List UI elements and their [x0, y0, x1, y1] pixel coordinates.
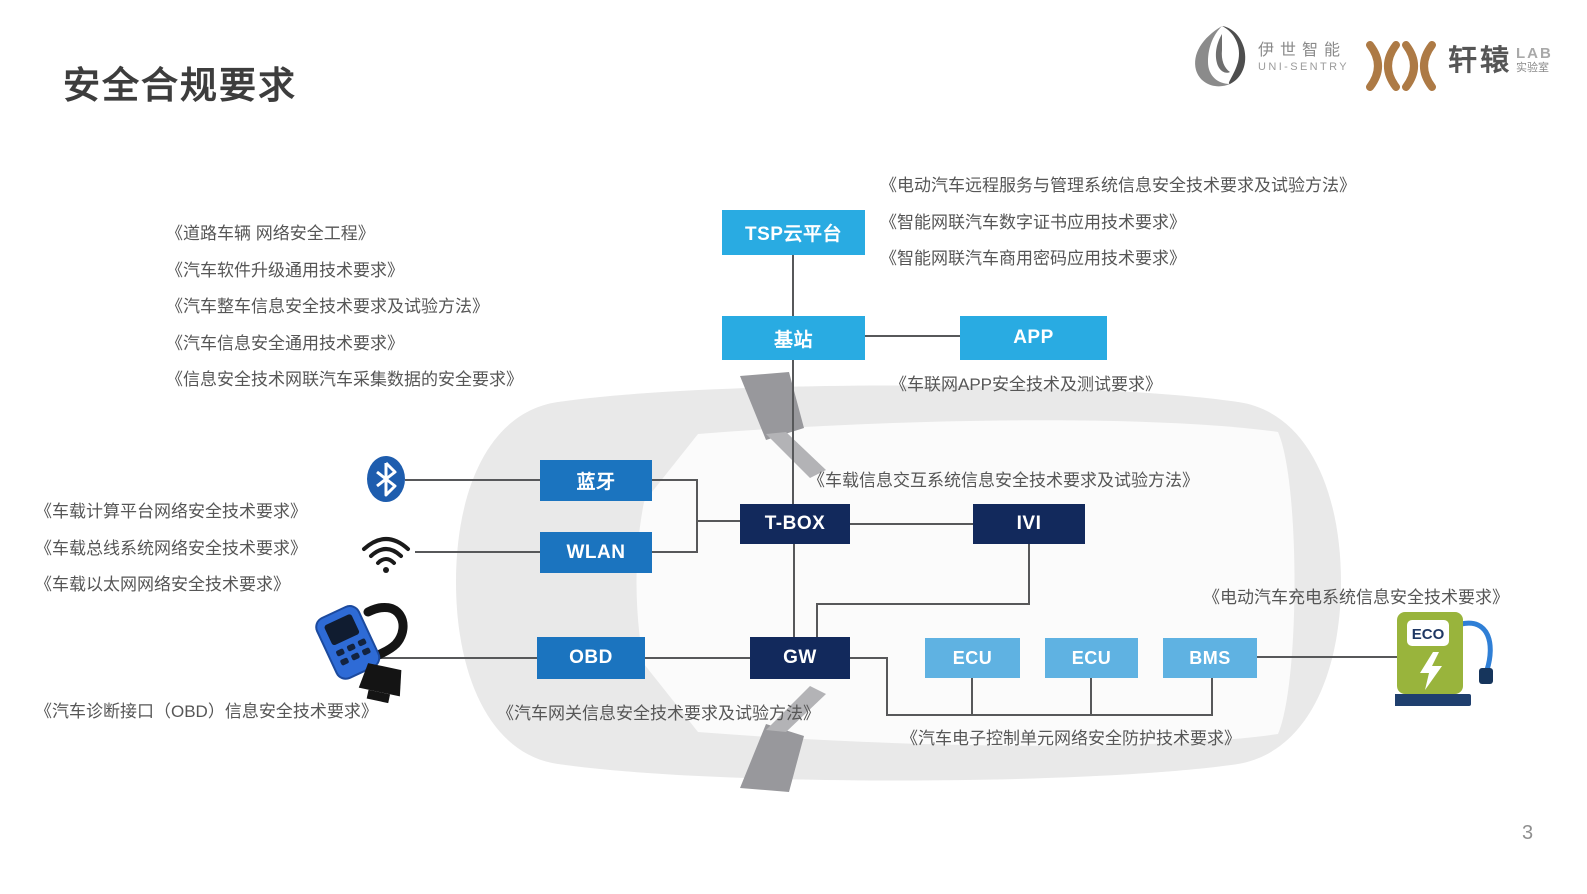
node-bms: BMS	[1163, 638, 1257, 678]
connector-bms-down	[1211, 678, 1213, 715]
standard-item: 《智能网联汽车数字证书应用技术要求》	[880, 212, 1186, 232]
node-ecu-1: ECU	[925, 638, 1020, 678]
wifi-icon	[362, 537, 410, 573]
standards-top-right: 《电动汽车远程服务与管理系统信息安全技术要求及试验方法》 《智能网联汽车数字证书…	[880, 168, 1356, 278]
obd-scanner-icon	[315, 602, 408, 704]
connector-ecu1-down	[971, 678, 973, 715]
connector-gw-right	[850, 657, 888, 659]
node-gw: GW	[750, 637, 850, 679]
node-app: APP	[960, 316, 1107, 360]
node-ecu-2: ECU	[1045, 638, 1138, 678]
connector-gw-down	[886, 657, 888, 715]
standard-item: 《道路车辆 网络安全工程》	[166, 224, 375, 243]
connector-tsp-station	[792, 255, 794, 316]
standard-item: 《智能网联汽车商用密码应用技术要求》	[880, 249, 1186, 268]
xuanyuan-name-cn: 轩辕	[1448, 45, 1513, 77]
connector-bt-wlan-vert	[696, 479, 698, 553]
node-ivi: IVI	[973, 504, 1085, 544]
connector-obd-gw	[645, 657, 750, 659]
standard-item: 《汽车软件升级通用技术要求》	[166, 260, 404, 280]
standards-left: 《道路车辆 网络安全工程》 《汽车软件升级通用技术要求》 《汽车整车信息安全技术…	[166, 216, 523, 399]
xuanyuan-lab: LAB	[1516, 45, 1553, 62]
ev-charger-icon: ECO	[1395, 612, 1493, 706]
xuanyuan-sub: 实验室	[1516, 62, 1549, 74]
connector-ecu-bus	[886, 714, 1213, 716]
node-tbox: T-BOX	[740, 504, 850, 544]
connector-ecu2-down	[1090, 678, 1092, 715]
node-obd: OBD	[537, 637, 645, 679]
xuanyuan-lab-block: LAB 实验室	[1516, 46, 1553, 75]
connector-bt-stub	[652, 479, 696, 481]
page-title: 安全合规要求	[63, 65, 297, 106]
bluetooth-icon	[367, 456, 405, 502]
page-number: 3	[1522, 822, 1534, 844]
connector-ivi-gw	[816, 603, 818, 637]
connector-wifi-icon	[415, 551, 540, 553]
standard-obd: 《汽车诊断接口（OBD）信息安全技术要求》	[35, 702, 378, 721]
connector-wlan-stub	[652, 551, 696, 553]
unisentry-logo-icon	[1195, 26, 1246, 87]
standard-item: 《汽车整车信息安全技术要求及试验方法》	[166, 297, 489, 316]
connector-bms-charger	[1257, 656, 1397, 658]
standard-item: 《车载以太网网络安全技术要求》	[35, 575, 290, 594]
standard-item: 《信息安全技术网联汽车采集数据的安全要求》	[166, 370, 523, 389]
connector-tbox-gw	[793, 544, 795, 637]
connector-to-tbox	[696, 520, 740, 522]
node-wlan: WLAN	[540, 532, 652, 573]
connector-bt-icon	[405, 479, 540, 481]
standard-item: 《车载计算平台网络安全技术要求》	[35, 502, 307, 521]
connector-station-app	[865, 335, 960, 337]
unisentry-name-en: UNI-SENTRY	[1258, 61, 1350, 73]
connector-tbox-ivi	[850, 523, 973, 525]
standard-app: 《车联网APP安全技术及测试要求》	[890, 375, 1163, 394]
node-base-station: 基站	[722, 316, 865, 360]
unisentry-name-cn: 伊世智能	[1258, 42, 1347, 59]
standard-item: 《汽车信息安全通用技术要求》	[166, 333, 404, 353]
node-tsp-cloud: TSP云平台	[722, 210, 865, 255]
standards-left-mid: 《车载计算平台网络安全技术要求》 《车载总线系统网络安全技术要求》 《车载以太网…	[35, 494, 307, 604]
standard-ivi: 《车载信息交互系统信息安全技术要求及试验方法》	[808, 471, 1199, 490]
connector-obd-device	[378, 657, 537, 659]
connector-ivi-down	[1028, 544, 1030, 605]
standard-item: 《车载总线系统网络安全技术要求》	[35, 538, 307, 558]
standard-item: 《电动汽车远程服务与管理系统信息安全技术要求及试验方法》	[880, 176, 1356, 195]
standard-ecu: 《汽车电子控制单元网络安全防护技术要求》	[901, 729, 1241, 748]
unisentry-logo-text: 伊世智能 UNI-SENTRY	[1258, 42, 1349, 74]
eco-label: ECO	[1412, 626, 1445, 643]
standard-charging: 《电动汽车充电系统信息安全技术要求》	[1203, 588, 1509, 607]
standard-gateway: 《汽车网关信息安全技术要求及试验方法》	[497, 704, 820, 723]
connector-ivi-horiz	[816, 603, 1030, 605]
node-bluetooth: 蓝牙	[540, 460, 652, 501]
xuanyuan-logo-icon	[1366, 41, 1436, 91]
connector-station-tbox	[792, 360, 794, 505]
